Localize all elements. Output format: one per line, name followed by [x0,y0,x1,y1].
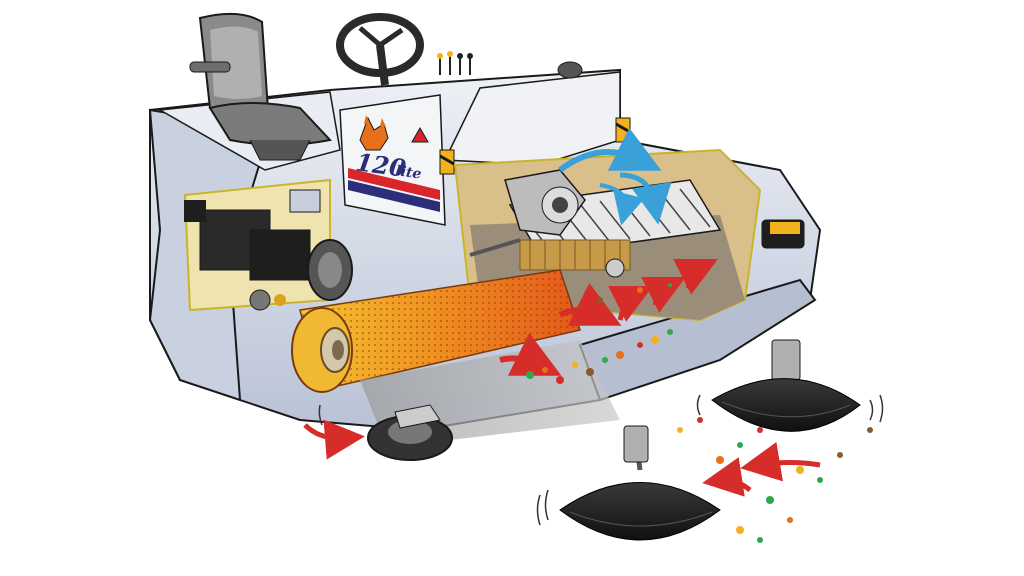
control-levers [437,51,473,75]
vacuum-fan [504,169,586,236]
side-broom-rear [711,339,861,432]
side-broom-front [559,425,721,541]
debris-flow-arrows [303,259,821,497]
model-decal-panel: 120 lite [339,94,446,226]
shaker-motor [605,258,625,278]
fox-logo-icon [359,115,389,151]
red-stripe [348,168,440,200]
steering-wheel [336,13,424,86]
airflow-arrows [558,127,672,226]
engine-compartment [183,178,331,312]
navy-stripe [348,180,440,212]
actuator-shaft [469,238,521,257]
model-number: 120 [354,147,408,183]
warning-triangle-icon [411,126,429,143]
debris-particles [526,283,873,543]
rear-wheel [307,239,353,301]
front-light-icon [761,219,805,249]
main-brush [291,269,581,393]
model-suffix: lite [394,163,422,182]
motion-lines [318,394,884,526]
beacon-light-icon [557,61,583,79]
front-wheel [367,404,453,461]
operator-seat [189,12,332,161]
